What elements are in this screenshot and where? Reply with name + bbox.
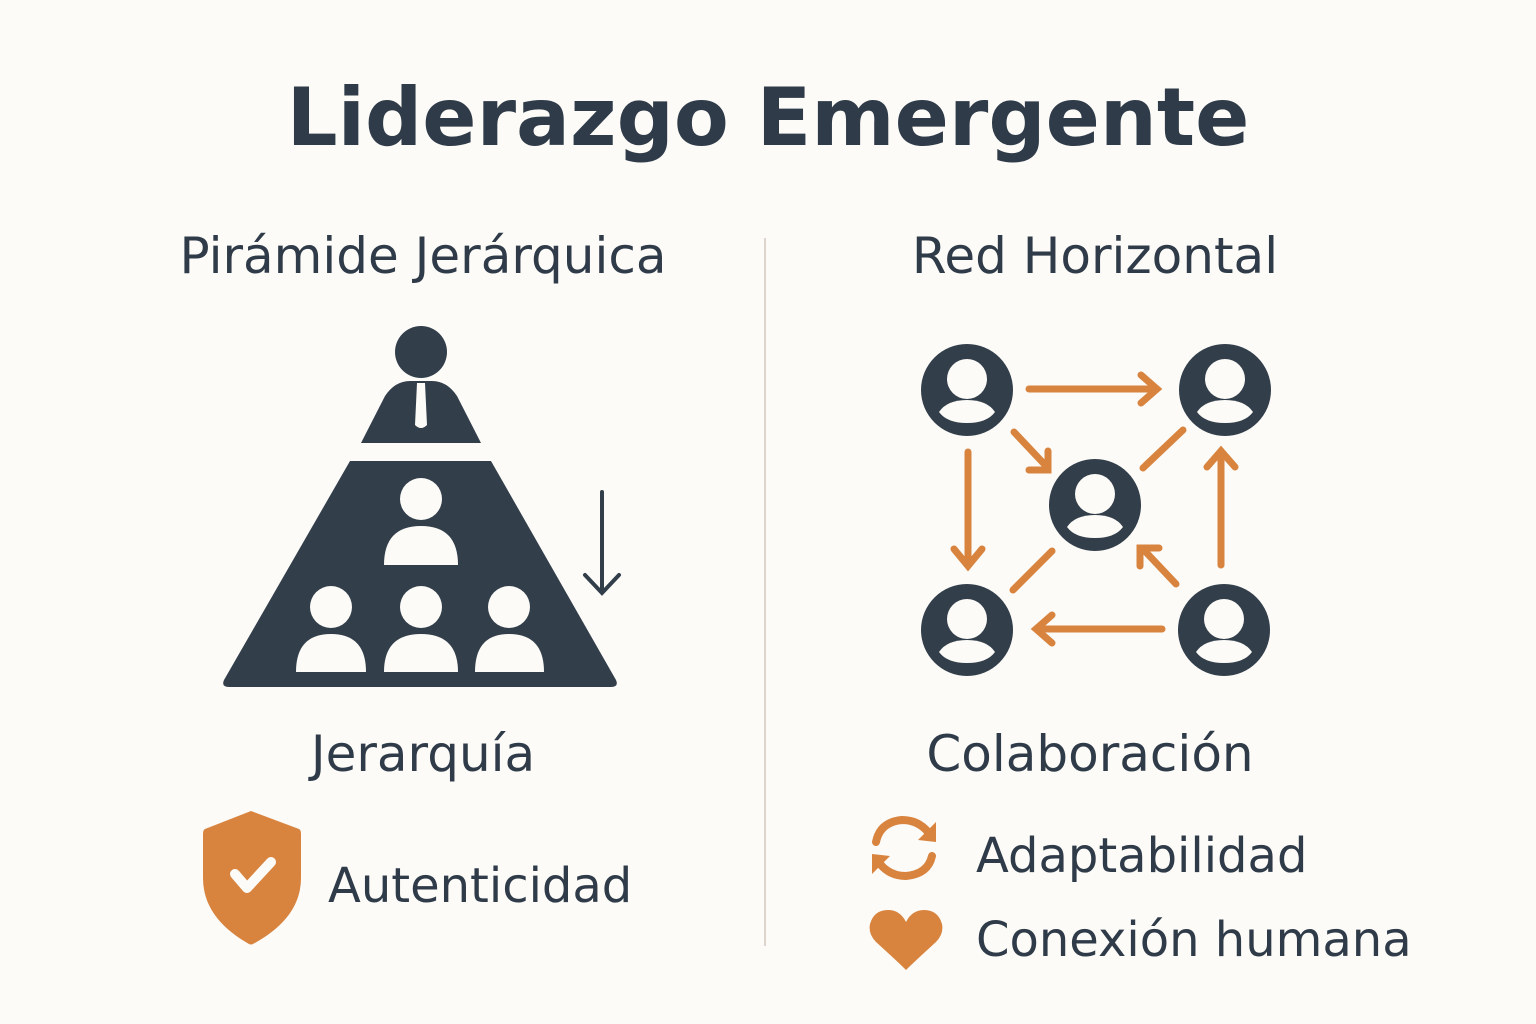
refresh-icon xyxy=(872,815,936,881)
network-heading: Red Horizontal xyxy=(911,227,1279,285)
node-bottom-left xyxy=(921,584,1013,676)
node-top-left xyxy=(921,344,1013,436)
node-center xyxy=(1049,459,1141,551)
node-bottom-right xyxy=(1178,584,1270,676)
section-divider xyxy=(764,238,766,946)
pyramid-caption: Jerarquía xyxy=(310,725,536,783)
shield-check-icon xyxy=(203,811,301,945)
node-top-right xyxy=(1179,344,1271,436)
pyramid-heading: Pirámide Jerárquica xyxy=(179,227,667,285)
feature-label-adaptabilidad: Adaptabilidad xyxy=(976,828,1308,884)
page-title: Liderazgo Emergente xyxy=(286,71,1250,164)
heart-icon xyxy=(869,910,943,970)
feature-label-conexion-humana: Conexión humana xyxy=(976,912,1412,968)
down-arrow-icon xyxy=(583,490,621,596)
feature-label-autenticidad: Autenticidad xyxy=(328,858,633,914)
network-caption: Colaboración xyxy=(926,725,1254,783)
